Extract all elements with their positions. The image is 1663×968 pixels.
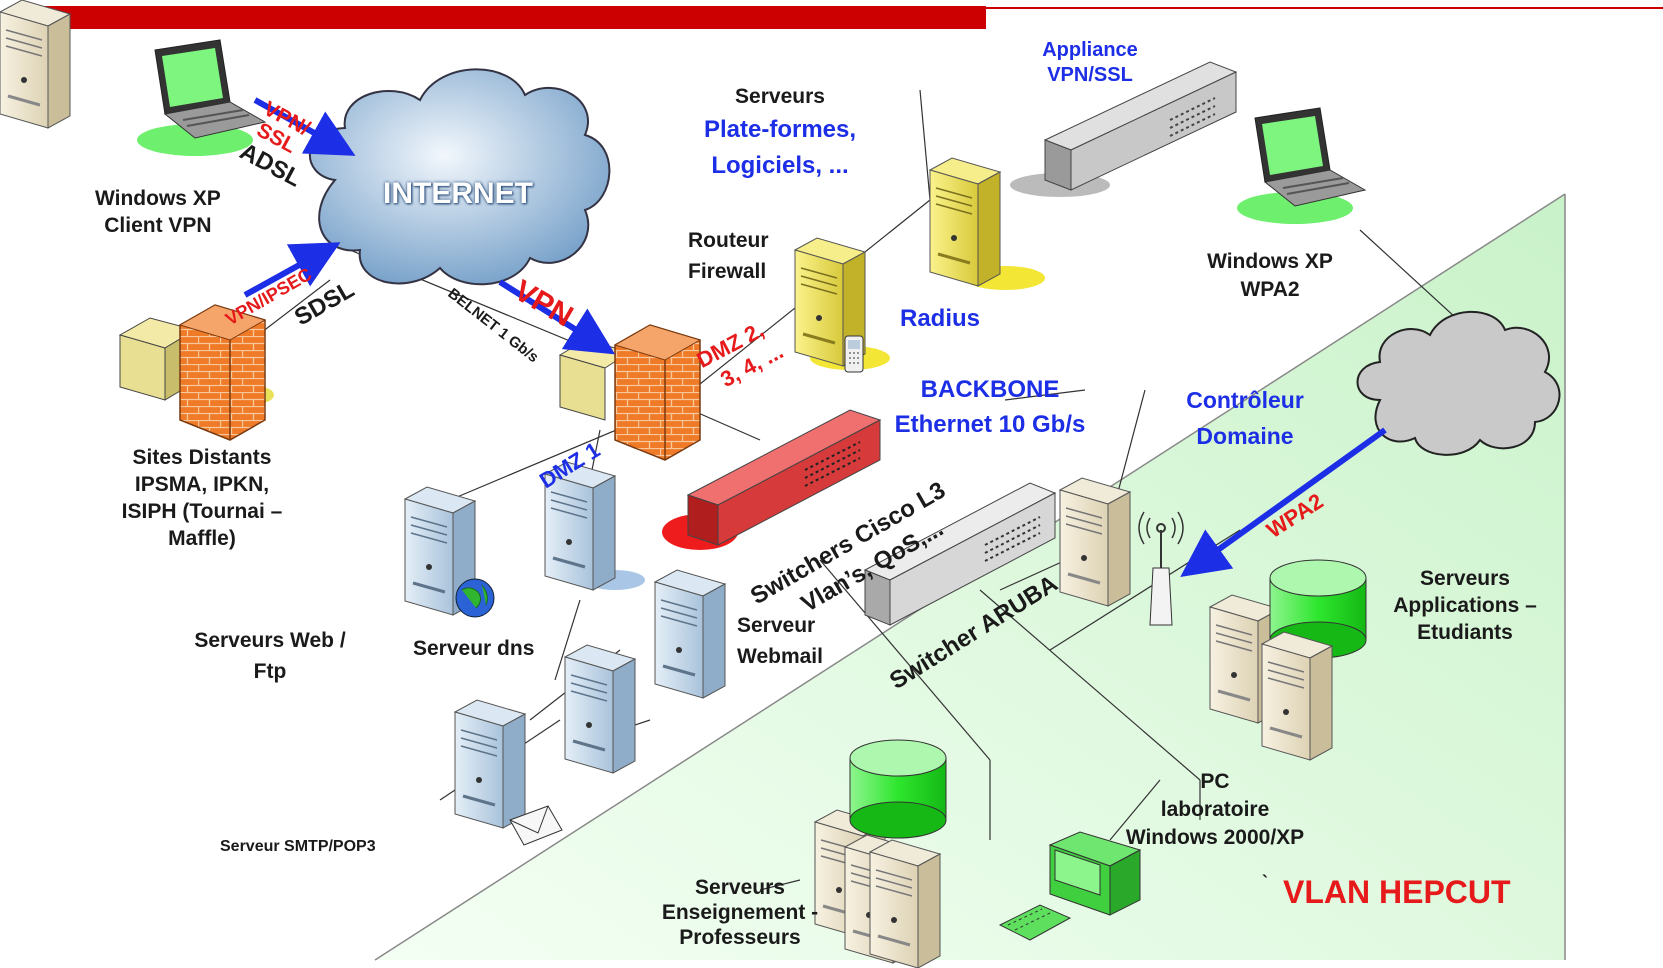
- pc-icon: [998, 831, 1142, 941]
- ens-line3: Professeurs: [679, 926, 801, 949]
- laptop-icon: [136, 39, 266, 157]
- routeur-line2: Firewall: [688, 260, 767, 283]
- backbone-label: BACKBONE Ethernet 10 Gb/s: [880, 372, 1100, 442]
- appliance-line1: Appliance: [1042, 39, 1138, 61]
- pc-line1: PC: [1200, 770, 1230, 793]
- switch-icon: [863, 482, 1057, 626]
- globe-icon: [455, 578, 495, 618]
- ens-line1: Serveurs: [695, 876, 785, 899]
- server-icon: [453, 698, 527, 830]
- client-vpn-line1: Windows XP: [95, 187, 221, 210]
- database-icon: [849, 739, 947, 839]
- laptop-icon: [1236, 107, 1366, 225]
- controleur-line1: Contrôleur: [1186, 387, 1304, 413]
- envelope-icon: [509, 805, 563, 846]
- webmail-line1: Serveur: [737, 614, 816, 637]
- serveurs-enseignement-label: Serveurs Enseignement - Professeurs: [645, 875, 835, 950]
- sites-line4: Maffle): [168, 527, 236, 550]
- serveurs-title: Serveurs: [735, 85, 825, 108]
- server-icon: [793, 236, 890, 370]
- web-line2: Ftp: [253, 660, 287, 683]
- wpa2-client-line2: WPA2: [1240, 278, 1300, 301]
- server-icon: [543, 460, 645, 592]
- server-icon: [868, 838, 942, 968]
- internet-label: INTERNET: [383, 177, 533, 210]
- server-icon: [928, 156, 1045, 290]
- sites-distants-label: Sites Distants IPSMA, IPKN, ISIPH (Tourn…: [112, 444, 292, 552]
- top-bar: [10, 6, 986, 29]
- access-point-icon: [1138, 511, 1184, 626]
- appliance-label: Appliance VPN/SSL: [1030, 38, 1150, 88]
- server-icon: [653, 568, 727, 700]
- pc-laboratoire-label: PC laboratoire Windows 2000/XP: [1115, 768, 1315, 852]
- phone-icon: [844, 335, 864, 373]
- sites-line2: IPSMA, IPKN,: [134, 473, 270, 496]
- routeur-firewall-label: Routeur Firewall: [688, 225, 769, 287]
- ens-line2: Enseignement -: [661, 901, 819, 924]
- appliance-line2: VPN/SSL: [1047, 64, 1133, 86]
- radius-label: Radius: [900, 305, 981, 332]
- firewall-icon: [178, 304, 267, 441]
- serveurs-applications-label: Serveurs Applications – Etudiants: [1380, 565, 1550, 646]
- web-line1: Serveurs Web /: [194, 629, 346, 652]
- client-vpn-label: Windows XP Client VPN: [95, 185, 221, 239]
- serveurs-line3: Logiciels, ...: [711, 152, 849, 179]
- wpa2-client-line1: Windows XP: [1207, 250, 1333, 273]
- apps-line2: Applications –: [1393, 594, 1537, 617]
- serveur-smtp-label: Serveur SMTP/POP3: [220, 838, 376, 855]
- server-icon: [1260, 630, 1334, 762]
- switch-icon: [1010, 61, 1238, 197]
- serveurs-web-label: Serveurs Web / Ftp: [180, 625, 360, 687]
- vlan-hepcut-label: VLAN HEPCUT: [1283, 874, 1511, 910]
- sites-line3: ISIPH (Tournai –: [121, 500, 283, 523]
- pc-line2: laboratoire: [1160, 798, 1270, 821]
- pc-line3: Windows 2000/XP: [1125, 826, 1305, 849]
- routeur-line1: Routeur: [688, 229, 769, 252]
- backbone-line2: Ethernet 10 Gb/s: [894, 411, 1086, 438]
- client-vpn-line2: Client VPN: [104, 214, 212, 237]
- cloud-icon: [1356, 310, 1561, 456]
- backbone-line1: BACKBONE: [920, 376, 1060, 403]
- apps-line3: Etudiants: [1417, 621, 1513, 644]
- serveurs-line2: Plate-formes,: [703, 116, 857, 143]
- apps-line1: Serveurs: [1420, 567, 1510, 590]
- sites-line1: Sites Distants: [132, 446, 272, 469]
- firewall-icon: [613, 324, 702, 461]
- server-icon: [563, 643, 637, 775]
- server-icon: [1058, 476, 1132, 608]
- server-icon: [0, 0, 72, 130]
- cloud-icon: [309, 68, 611, 286]
- controleur-label: Contrôleur Domaine: [1165, 382, 1325, 454]
- wpa2-client-label: Windows XP WPA2: [1195, 248, 1345, 304]
- switch-icon: [662, 409, 882, 550]
- serveur-dns-label: Serveur dns: [413, 637, 535, 660]
- serveur-webmail-label: Serveur Webmail: [737, 610, 823, 672]
- controleur-line2: Domaine: [1196, 423, 1294, 449]
- backtick-mark: `: [1262, 872, 1268, 892]
- serveurs-plateformes-label: Serveurs Plate-formes, Logiciels, ...: [690, 82, 870, 184]
- webmail-line2: Webmail: [737, 645, 823, 668]
